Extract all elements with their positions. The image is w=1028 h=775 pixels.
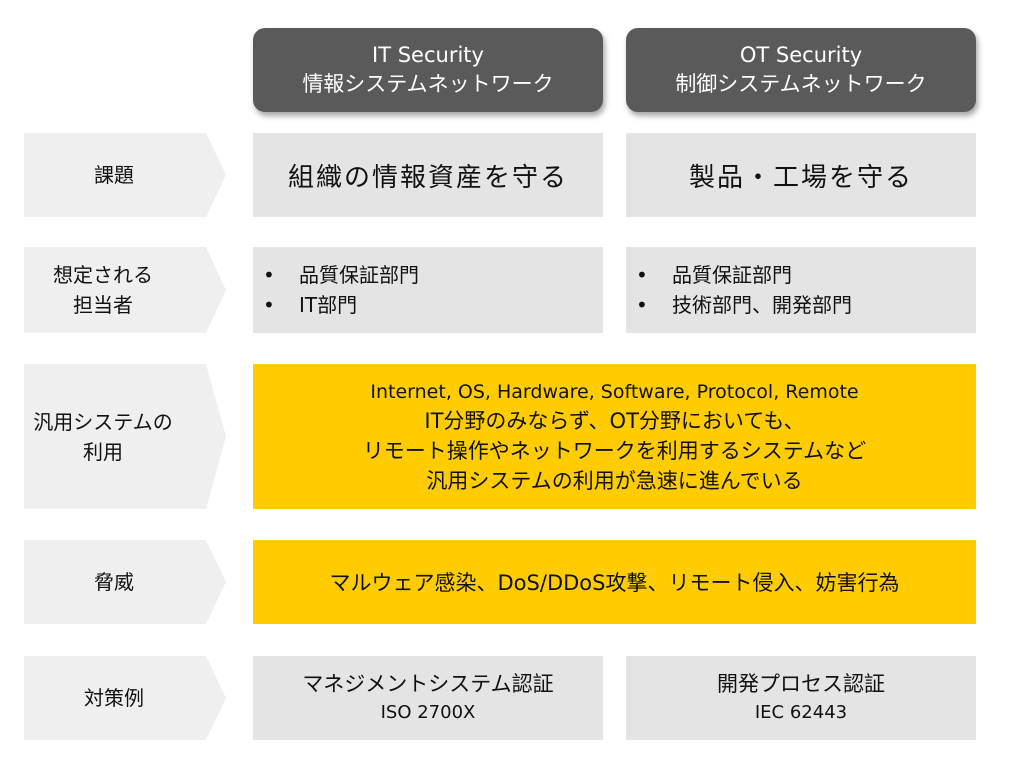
row-label-staff: 想定される 担当者: [24, 247, 226, 333]
row-label-general-line1: 汎用システムの: [33, 409, 173, 434]
staff-it-cell: •品質保証部門 •IT部門: [253, 247, 603, 333]
it-header-title: IT Security: [372, 43, 484, 67]
general-line-3: リモート操作やネットワークを利用するシステムなど: [362, 438, 867, 463]
bullet-icon: •: [263, 293, 275, 317]
measure-it-cell: マネジメントシステム認証 ISO 2700X: [253, 656, 603, 740]
row-label-measure: 対策例: [24, 656, 226, 740]
measure-ot-title: 開発プロセス認証: [717, 672, 885, 696]
measure-ot-sub: IEC 62443: [754, 702, 848, 723]
issue-ot-text: 製品・工場を守る: [688, 162, 913, 193]
list-item: •IT部門: [263, 290, 357, 320]
ot-header-title: OT Security: [739, 43, 863, 67]
list-item: •品質保証部門: [636, 260, 792, 290]
issue-ot-cell: 製品・工場を守る: [626, 133, 976, 217]
list-item: •品質保証部門: [263, 260, 419, 290]
row-label-staff-line1: 想定される: [53, 263, 153, 287]
it-header-subtitle: 情報システムネットワーク: [302, 72, 554, 96]
threat-cell: マルウェア感染、DoS/DDoS攻撃、リモート侵入、妨害行為: [253, 540, 976, 624]
row-label-measure-text: 対策例: [84, 686, 144, 710]
bullet-icon: •: [636, 263, 648, 287]
general-line-2: IT分野のみならず、OT分野においても、: [424, 408, 805, 433]
bullet-icon: •: [636, 293, 648, 317]
ot-security-header: OT Security 制御システムネットワーク: [626, 28, 976, 112]
staff-ot-cell: •品質保証部門 •技術部門、開発部門: [626, 247, 976, 333]
row-label-threat: 脅威: [24, 540, 226, 624]
row-label-issue-text: 課題: [94, 163, 134, 187]
measure-it-title: マネジメントシステム認証: [302, 672, 554, 696]
general-systems-cell: Internet, OS, Hardware, Software, Protoc…: [253, 364, 976, 509]
threat-text: マルウェア感染、DoS/DDoS攻撃、リモート侵入、妨害行為: [329, 571, 900, 595]
general-line-1: Internet, OS, Hardware, Software, Protoc…: [370, 380, 859, 403]
row-label-general-line2: 利用: [83, 439, 123, 464]
row-label-threat-text: 脅威: [94, 570, 134, 594]
measure-it-sub: ISO 2700X: [380, 702, 476, 723]
issue-it-text: 組織の情報資産を守る: [287, 162, 568, 193]
bullet-icon: •: [263, 263, 275, 287]
row-label-issue: 課題: [24, 133, 226, 217]
issue-it-cell: 組織の情報資産を守る: [253, 133, 603, 217]
ot-header-subtitle: 制御システムネットワーク: [675, 72, 927, 96]
general-line-4: 汎用システムの利用が急速に進んでいる: [426, 468, 803, 493]
row-label-general: 汎用システムの 利用: [24, 364, 226, 509]
measure-ot-cell: 開発プロセス認証 IEC 62443: [626, 656, 976, 740]
list-item: •技術部門、開発部門: [636, 290, 852, 320]
row-label-staff-line2: 担当者: [73, 293, 133, 317]
it-security-header: IT Security 情報システムネットワーク: [253, 28, 603, 112]
